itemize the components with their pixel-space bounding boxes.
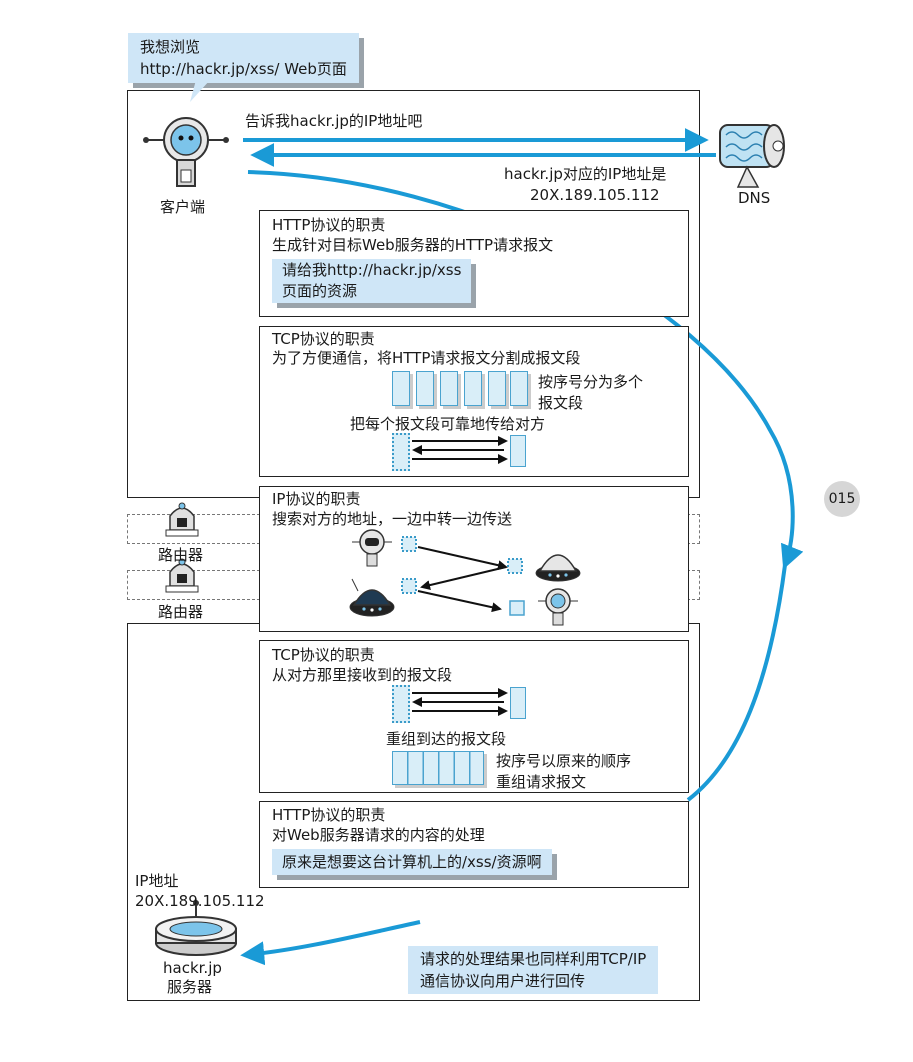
router-label-1: 路由器 (158, 546, 204, 564)
segment-sender (392, 433, 410, 471)
ask-dns-text: 告诉我hackr.jp的IP地址吧 (245, 112, 423, 130)
segment (510, 371, 528, 406)
receiver-robot-icon (538, 588, 578, 626)
dns-reply-line-2: 20X.189.105.112 (530, 186, 660, 204)
tcp-recv-desc: 从对方那里接收到的报文段 (272, 666, 453, 684)
relay-dome-icon-left (349, 578, 395, 617)
server-ip-value: 20X.189.105.112 (135, 892, 265, 910)
response-arrow (240, 920, 421, 966)
tcp-recv-note-1: 按序号以原来的顺序 (496, 752, 632, 770)
segment-receiver (510, 435, 526, 467)
http-request-line-2: 页面的资源 (282, 282, 358, 300)
ip-title: IP协议的职责 (272, 490, 361, 508)
web-server-icon (155, 900, 237, 956)
tcp-send-note-2: 报文段 (538, 394, 584, 412)
http-recv-title: HTTP协议的职责 (272, 806, 386, 824)
server-ip-label: IP地址 (135, 872, 179, 890)
router-label-2: 路由器 (158, 603, 204, 621)
callout-line-2: http://hackr.jp/xss/ Web页面 (140, 60, 347, 78)
receive-arrows (412, 688, 508, 716)
server-name-2: 服务器 (167, 978, 213, 996)
tcp-send-box: TCP协议的职责 为了方便通信，将HTTP请求报文分割成报文段 按序号分为多个 … (259, 326, 689, 477)
received-segment-sender (392, 685, 410, 723)
tcp-send-desc: 为了方便通信，将HTTP请求报文分割成报文段 (272, 349, 581, 367)
ip-desc: 搜索对方的地址，一边中转一边传送 (272, 510, 513, 528)
http-request-callout: 请给我http://hackr.jp/xss 页面的资源 (272, 259, 472, 303)
ip-box: IP协议的职责 搜索对方的地址，一边中转一边传送 (259, 486, 689, 632)
segment (488, 371, 506, 406)
segment (392, 371, 410, 406)
http-recv-box: HTTP协议的职责 对Web服务器请求的内容的处理 原来是想要这台计算机上的/x… (259, 801, 689, 888)
tcp-send-title: TCP协议的职责 (272, 330, 375, 348)
tcp-recv-title: TCP协议的职责 (272, 646, 375, 664)
tcp-recv-reassembled: 重组到达的报文段 (386, 730, 507, 748)
server-name-1: hackr.jp (163, 959, 222, 977)
client-robot-icon (143, 117, 229, 187)
tcp-send-note-1: 按序号分为多个 (538, 373, 644, 391)
http-send-title: HTTP协议的职责 (272, 216, 386, 234)
response-line-1: 请求的处理结果也同样利用TCP/IP (420, 950, 647, 968)
reassembled-block (392, 751, 484, 785)
client-label: 客户端 (160, 198, 206, 216)
router-icon-1 (165, 502, 199, 537)
browse-request-callout: 我想浏览 http://hackr.jp/xss/ Web页面 (128, 33, 359, 83)
response-line-2: 通信协议向用户进行回传 (420, 972, 586, 990)
segment (416, 371, 434, 406)
dns-server-icon (719, 124, 785, 188)
callout-line-1: 我想浏览 (140, 38, 201, 56)
tcp-recv-box: TCP协议的职责 从对方那里接收到的报文段 重组到达的报文段 按序号以原来的顺序… (259, 640, 689, 793)
router-icon-2 (165, 558, 199, 593)
http-request-line-1: 请给我http://hackr.jp/xss (282, 261, 462, 279)
http-send-desc: 生成针对目标Web服务器的HTTP请求报文 (272, 236, 554, 254)
relay-dome-icon (535, 554, 581, 582)
http-recv-callout: 原来是想要这台计算机上的/xss/资源啊 (272, 849, 552, 875)
reliable-transfer-arrows (412, 436, 508, 464)
ip-routing-illustration (349, 529, 581, 626)
http-send-box: HTTP协议的职责 生成针对目标Web服务器的HTTP请求报文 请给我http:… (259, 210, 689, 317)
tcp-send-reliable: 把每个报文段可靠地传给对方 (350, 415, 546, 433)
sender-robot-icon (352, 529, 392, 567)
segment (440, 371, 458, 406)
response-callout: 请求的处理结果也同样利用TCP/IP 通信协议向用户进行回传 (408, 946, 659, 994)
request-flow-arrow (247, 170, 804, 570)
http-recv-desc: 对Web服务器请求的内容的处理 (272, 826, 485, 844)
segment (464, 371, 482, 406)
dns-label: DNS (738, 189, 771, 207)
callout-tail (190, 80, 210, 102)
request-flow-arrow-lower (686, 564, 787, 802)
received-segment (510, 687, 526, 719)
dns-reply-line-1: hackr.jp对应的IP地址是 (504, 165, 667, 183)
tcp-recv-note-2: 重组请求报文 (496, 773, 587, 791)
page-number: 015 (824, 481, 860, 517)
